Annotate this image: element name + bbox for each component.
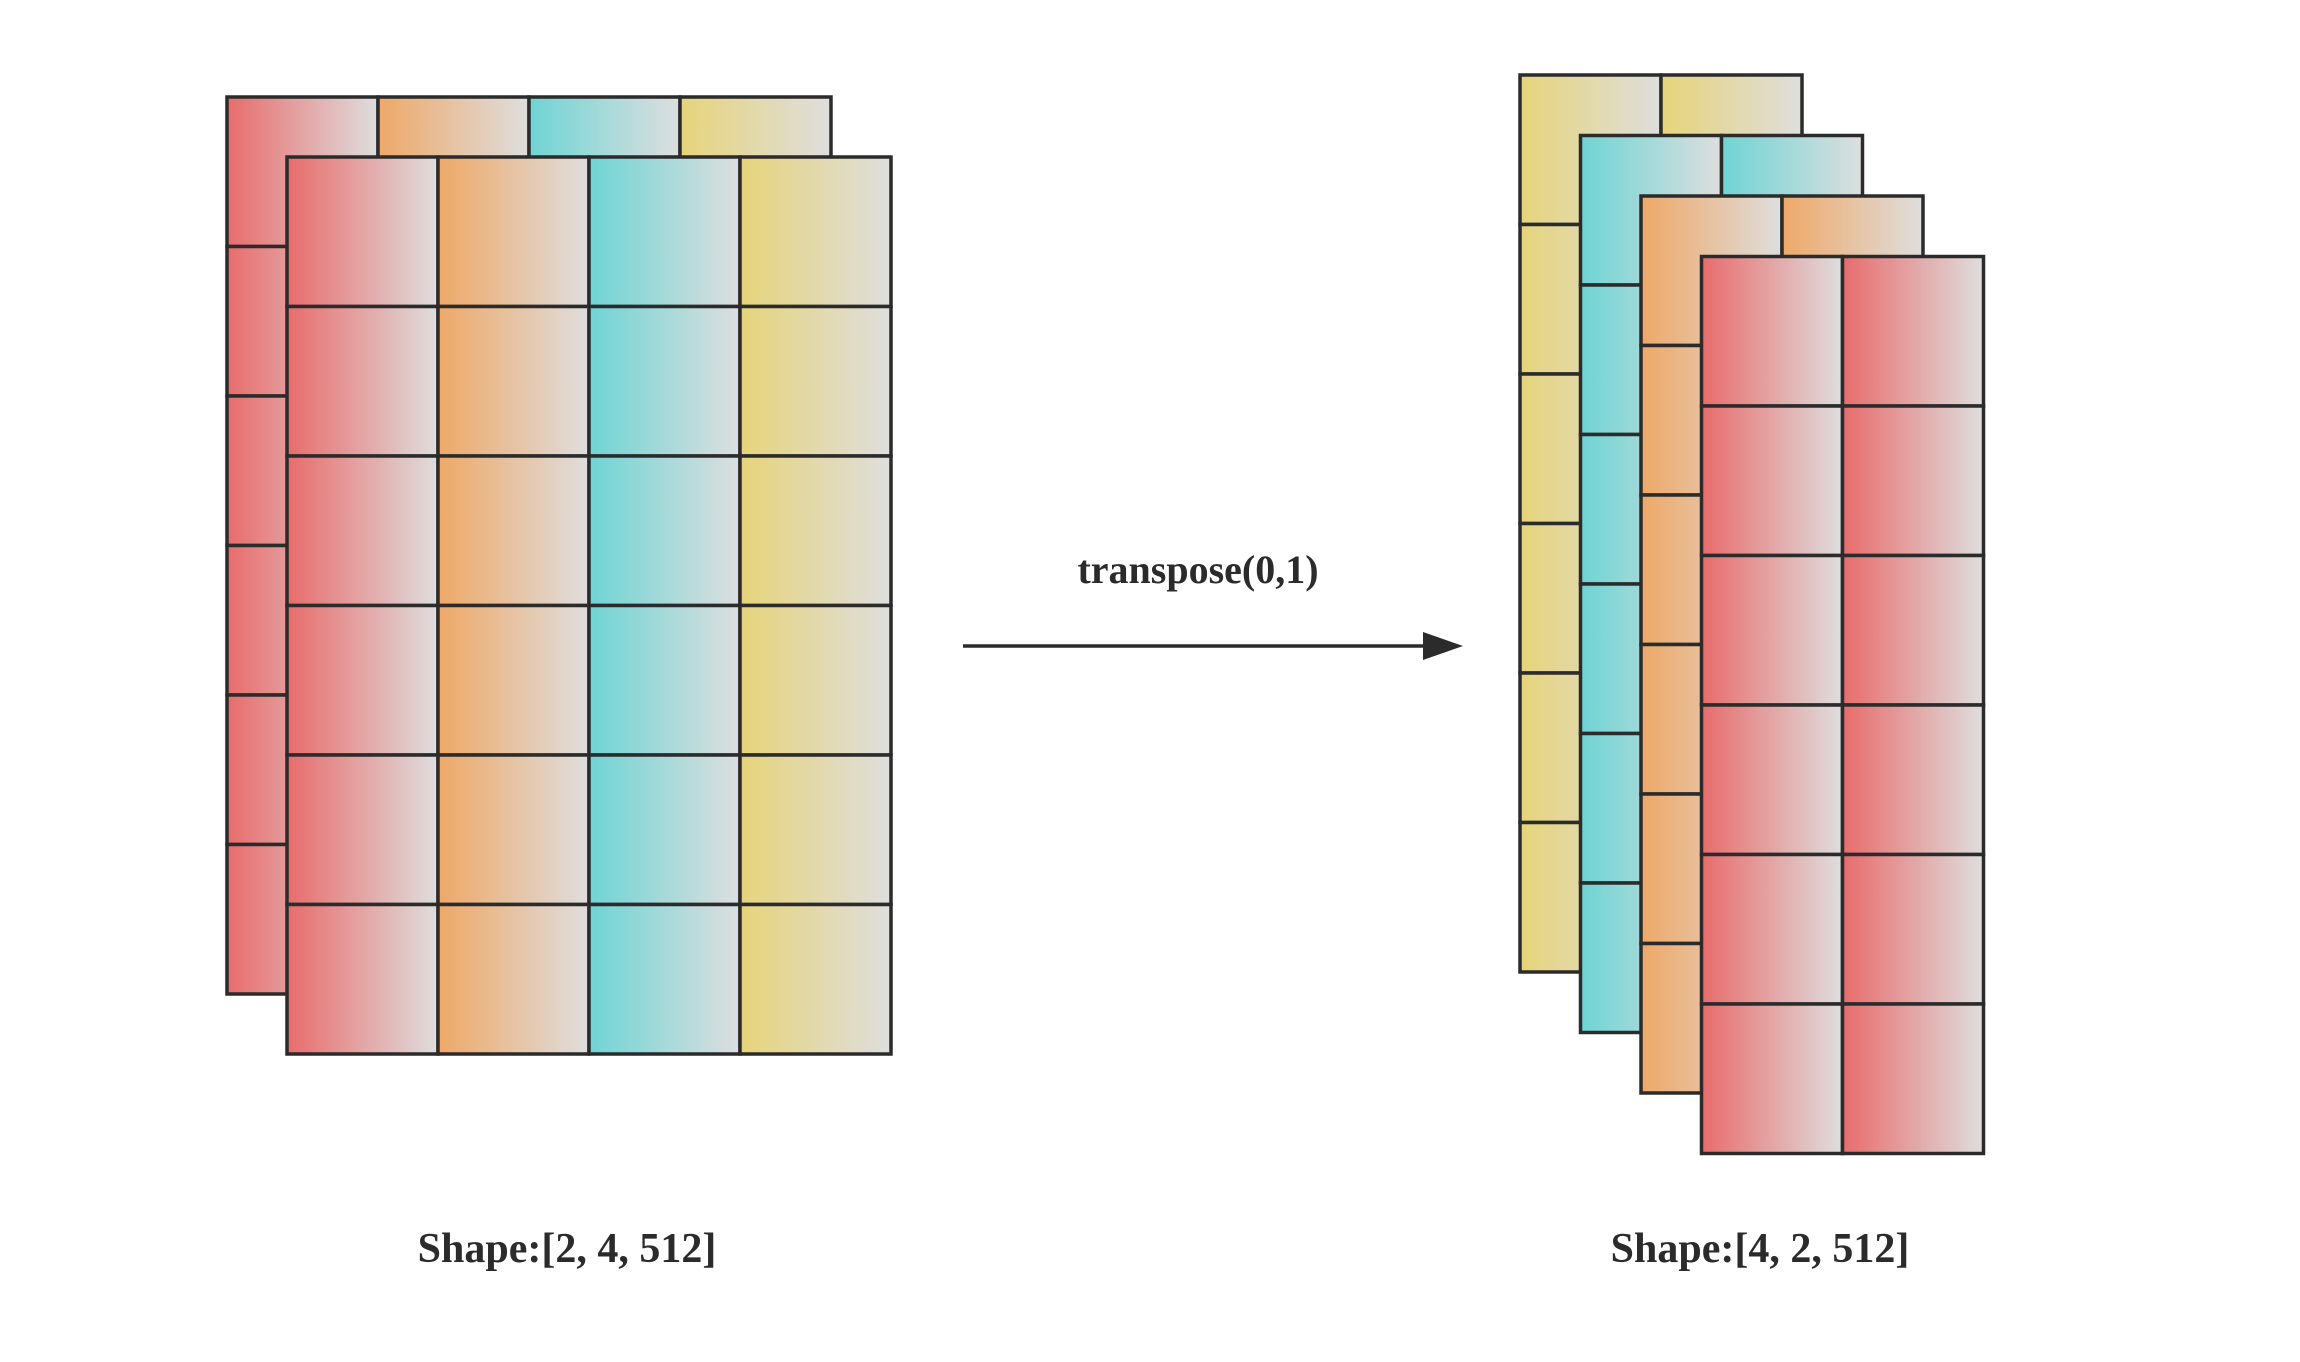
tensor-cell xyxy=(738,304,893,458)
tensor-cell xyxy=(587,155,742,309)
tensor-cell xyxy=(587,902,742,1056)
tensor-cell xyxy=(1840,404,1986,558)
tensor-cell xyxy=(1699,553,1845,707)
tensor-cell xyxy=(738,454,893,608)
tensor-cell xyxy=(587,603,742,757)
tensor-cell xyxy=(587,304,742,458)
tensor-cell xyxy=(1699,703,1845,857)
tensor-cell xyxy=(436,902,591,1056)
tensor-cell xyxy=(1840,1002,1986,1156)
tensor-cell xyxy=(587,753,742,907)
tensor-cell xyxy=(738,753,893,907)
tensor-cell xyxy=(285,454,440,608)
tensor-cell xyxy=(738,155,893,309)
tensor-cell xyxy=(285,304,440,458)
tensor-cell xyxy=(436,155,591,309)
tensor-cell xyxy=(1840,852,1986,1006)
tensor-cell xyxy=(436,454,591,608)
input-layer-2 xyxy=(285,155,893,1056)
output-layer-4 xyxy=(1699,254,1986,1156)
tensor-cell xyxy=(285,603,440,757)
tensor-cell xyxy=(1699,254,1845,408)
tensor-cell xyxy=(285,753,440,907)
transpose-arrow xyxy=(963,632,1463,660)
tensor-cell xyxy=(1699,404,1845,558)
tensor-cell xyxy=(436,603,591,757)
output-tensor xyxy=(1518,73,1986,1156)
tensor-cell xyxy=(1840,703,1986,857)
tensor-cell xyxy=(1699,1002,1845,1156)
arrow-head-icon xyxy=(1423,632,1463,660)
tensor-cell xyxy=(285,155,440,309)
input-tensor xyxy=(225,95,893,1056)
tensor-cell xyxy=(1840,553,1986,707)
operation-label: transpose(0,1) xyxy=(1077,547,1318,592)
tensor-cell xyxy=(285,902,440,1056)
input-shape-label: Shape:[2, 4, 512] xyxy=(418,1226,717,1272)
tensor-cell xyxy=(587,454,742,608)
output-shape-label: Shape:[4, 2, 512] xyxy=(1611,1226,1910,1272)
tensor-cell xyxy=(1699,852,1845,1006)
tensor-cell xyxy=(1840,254,1986,408)
tensor-cell xyxy=(738,902,893,1056)
tensor-cell xyxy=(436,753,591,907)
tensor-cell xyxy=(738,603,893,757)
tensor-cell xyxy=(436,304,591,458)
